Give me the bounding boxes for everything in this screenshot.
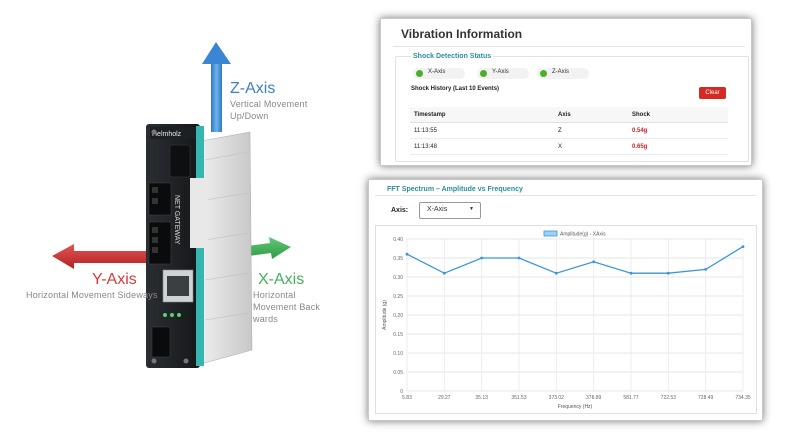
table-header-row: Timestamp Axis Shock: [410, 107, 728, 123]
y-tick-label: 0.35: [393, 256, 403, 262]
status-dot-icon: [416, 70, 423, 77]
x-tick-label: 373.02: [549, 395, 565, 401]
y-axis-arrow: [52, 244, 150, 269]
fft-chart-svg: 0 0.05 0.10 0.15 0.20 0.25 0.30 0.35 0.40 5.83 29.…: [382, 230, 751, 410]
x-axis-title: X-Axis: [258, 271, 305, 288]
z-axis-indicator: Z-Axis: [537, 68, 589, 79]
x-tick-label: 29.27: [438, 395, 451, 401]
y-tick-label: 0.30: [393, 275, 403, 281]
x-tick-label: 722.53: [661, 395, 677, 401]
y-tick-label: 0.20: [393, 313, 403, 319]
device-drawing: Helmholz: [52, 42, 291, 368]
x-tick-label: 734.35: [735, 395, 751, 401]
data-point: [666, 271, 670, 275]
fft-title: FFT Spectrum – Amplitude vs Frequency: [387, 186, 523, 193]
axis-cell: Z: [554, 122, 628, 139]
brand-label: Helmholz: [152, 131, 182, 138]
y-tick-label: 0.05: [393, 370, 403, 376]
series-line: [406, 246, 744, 274]
timestamp-cell: 11:13:48: [410, 138, 554, 155]
z-axis-description: Vertical Movement Up/Down: [230, 99, 308, 121]
shock-status-title: Shock Detection Status: [411, 53, 494, 60]
timestamp-cell: 11:13:55: [410, 122, 554, 139]
x-tick-label: 728.49: [698, 395, 714, 401]
y-tick-label: 0.15: [393, 332, 403, 338]
data-point: [405, 252, 409, 256]
data-point: [704, 268, 708, 271]
data-point: [480, 256, 484, 260]
fft-panel: FFT Spectrum – Amplitude vs Frequency Ax…: [368, 179, 763, 421]
legend-label: Amplitude(g) - XAxis: [560, 232, 606, 238]
axis-select-value: X-Axis: [427, 206, 448, 213]
shock-cell: 0.54g: [628, 122, 728, 139]
product-illustration: Helmholz Z-Axis Vertical Movement Up/Dow…: [0, 0, 360, 447]
vibration-panel: Vibration Information Shock Detection St…: [380, 18, 752, 166]
y-tick-label: 0.10: [393, 351, 403, 357]
chevron-down-icon: ▼: [469, 206, 474, 212]
x-tick-label: 378.89: [586, 395, 602, 401]
y-axis-title: Y-Axis: [92, 271, 137, 288]
title-divider: [393, 46, 745, 47]
column-header-axis: Axis: [554, 107, 628, 123]
x-tick-label: 581.77: [623, 395, 639, 401]
table-row: 11:13:48 X 0.65g: [410, 138, 728, 155]
shock-history-table: Timestamp Axis Shock 11:13:55 Z 0.54g 11…: [410, 107, 728, 155]
fft-chart: 0 0.05 0.10 0.15 0.20 0.25 0.30 0.35 0.40 5.83 29.…: [375, 225, 757, 414]
vibration-title: Vibration Information: [401, 27, 523, 41]
y-axis-indicator: Y-Axis: [477, 68, 529, 79]
shock-cell: 0.65g: [628, 138, 728, 155]
table-row: 11:13:55 Z 0.54g: [410, 122, 728, 139]
data-point: [592, 260, 596, 264]
z-axis-title: Z-Axis: [230, 80, 276, 97]
data-point: [629, 271, 633, 275]
legend-swatch: [543, 230, 558, 237]
shock-history-title: Shock History (Last 10 Events): [411, 86, 500, 92]
title-divider: [375, 195, 756, 196]
x-axis-description: Horizontal Movement Back wards: [253, 290, 321, 324]
indicator-label: X-Axis: [428, 69, 446, 75]
axis-select[interactable]: X-Axis ▼: [419, 202, 481, 219]
column-header-timestamp: Timestamp: [410, 107, 554, 123]
shock-status-group: [395, 56, 749, 162]
device-vertical-text: NET GATEWAY: [173, 195, 180, 245]
indicator-label: Y-Axis: [492, 69, 509, 75]
y-tick-label: 0: [400, 389, 403, 395]
y-axis-description: Horizontal Movement Sideways: [26, 290, 158, 300]
x-tick-label: 351.53: [511, 395, 527, 401]
data-point: [554, 271, 558, 275]
y-tick-label: 0.40: [393, 237, 403, 243]
data-point: [442, 271, 446, 275]
z-axis-arrow: [202, 42, 231, 132]
x-axis-indicator: X-Axis: [413, 68, 465, 79]
indicator-label: Z-Axis: [552, 69, 569, 75]
data-point: [517, 256, 521, 260]
axis-cell: X: [554, 138, 628, 155]
y-axis-title: Amplitude (g): [382, 300, 388, 330]
data-point: [741, 245, 745, 248]
column-header-shock: Shock: [628, 107, 728, 123]
status-dot-icon: [480, 70, 487, 77]
y-tick-label: 0.25: [393, 294, 403, 300]
status-dot-icon: [540, 70, 547, 77]
clear-button[interactable]: Clear: [699, 87, 726, 99]
x-tick-label: 35.13: [475, 395, 488, 401]
axis-select-label: Axis:: [391, 207, 409, 214]
x-axis-title: Frequency (Hz): [558, 404, 593, 410]
x-tick-label: 5.83: [402, 395, 412, 401]
